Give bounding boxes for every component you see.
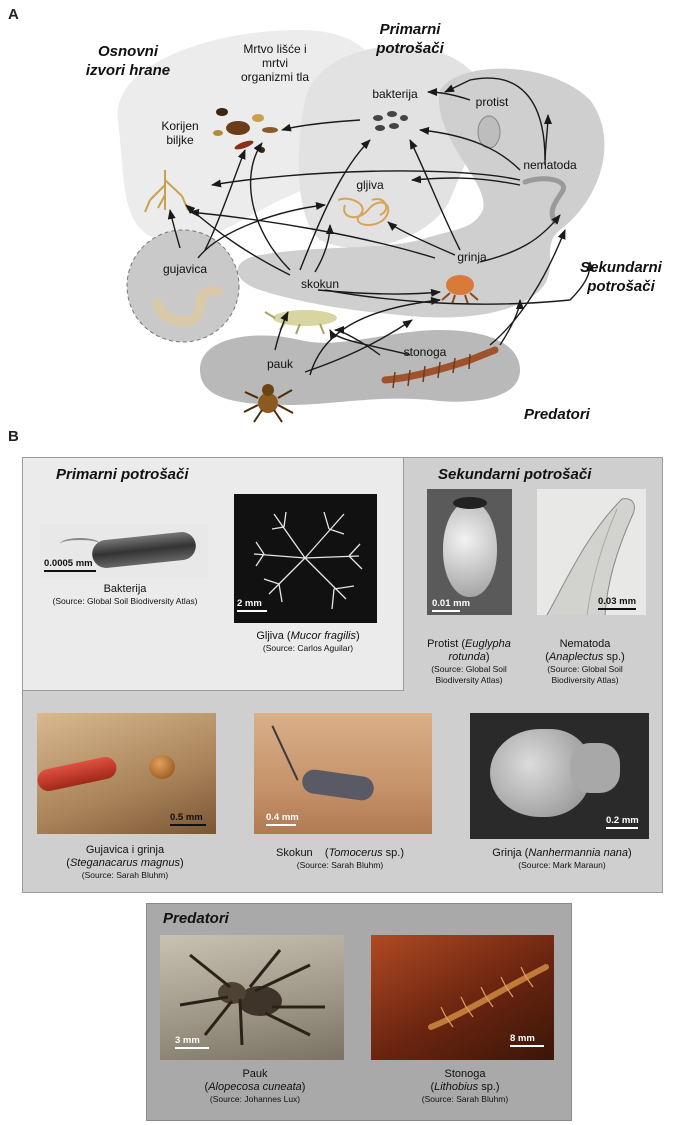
protist-glyph: [477, 115, 501, 149]
spider-photo: [160, 935, 344, 1060]
centipede-photo: [371, 935, 554, 1060]
mite-caption: Grinja (Nanhermannia nana) (Source: Mark…: [492, 847, 632, 870]
node-roots: Korijen biljke: [161, 119, 199, 147]
node-spider: pauk: [266, 357, 294, 371]
secondary-consumers-title: Sekundarni potrošači: [438, 466, 592, 483]
bacteria-glyph: [373, 111, 408, 131]
node-bacteria: bakterija: [372, 87, 418, 101]
protist-scale: 0.01 mm: [432, 598, 470, 612]
nematode-photo: [537, 489, 646, 615]
nematode-glyph: [522, 176, 567, 225]
earthworm-mite-caption: Gujavica i grinja (Steganacarus magnus) …: [66, 844, 184, 880]
fungi-scale: 2 mm: [237, 598, 267, 612]
roots-glyph: [144, 170, 189, 213]
primary-consumers-title: Primarni potrošači: [56, 466, 189, 483]
springtail-scale: 0.4 mm: [266, 812, 299, 826]
nematode-caption: Nematoda (Anaplectus sp.) (Source: Globa…: [545, 638, 625, 685]
primary-consumer-area: [298, 45, 483, 248]
nematode-scale: 0.03 mm: [598, 596, 636, 610]
mite-glyph: [441, 275, 479, 305]
node-protist: protist: [475, 95, 509, 109]
predator-area: [200, 330, 520, 405]
node-dead-leaves: Mrtvo lišće i mrtvi organizmi tla: [240, 42, 310, 84]
bacteria-caption: Bakterija (Source: Global Soil Biodivers…: [52, 583, 198, 606]
earthworm-circle: [126, 229, 240, 343]
fungi-photo: [234, 494, 377, 623]
centipede-scale: 8 mm: [510, 1033, 544, 1047]
fungi-caption: Gljiva (Mucor fragilis) (Source: Carlos …: [256, 630, 360, 653]
group-predators: Predatori: [524, 406, 590, 423]
springtail-glyph: [264, 310, 337, 335]
panel-b-label: B: [8, 428, 19, 445]
protist-caption: Protist (Euglypha rotunda) (Source: Glob…: [427, 638, 511, 685]
group-secondary-consumers: Sekundarni potrošači: [580, 259, 662, 295]
bacteria-scale: 0.0005 mm: [44, 558, 96, 572]
springtail-caption: Skokun (Tomocerus sp.) (Source: Sarah Bl…: [275, 847, 404, 870]
group-basic-food: Osnovni izvori hrane: [85, 43, 171, 79]
node-mite: grinja: [457, 250, 487, 264]
mite-scale: 0.2 mm: [606, 815, 639, 829]
spider-glyph: [243, 384, 294, 423]
spider-caption: Pauk (Alopecosa cuneata) (Source: Johann…: [204, 1068, 306, 1104]
node-nematode: nematoda: [523, 158, 577, 172]
mite-photo: [470, 713, 649, 839]
node-springtail: skokun: [300, 277, 340, 291]
fungi-glyph: [337, 197, 390, 226]
food-web-arrows: [167, 77, 594, 376]
node-earthworm: gujavica: [162, 262, 208, 276]
predators-title: Predatori: [163, 910, 229, 927]
group-primary-consumers: Primarni potrošači: [376, 21, 444, 57]
earthworm-mite-photo: [37, 713, 216, 834]
bacteria-photo: [40, 524, 208, 578]
protist-photo: [427, 489, 512, 615]
panel-a-label: A: [8, 6, 19, 23]
secondary-consumer-area: [237, 68, 605, 318]
earthworm-glyph: [153, 286, 223, 327]
springtail-photo: [254, 713, 432, 834]
centipede-glyph: [381, 346, 499, 389]
centipede-caption: Stonoga (Lithobius sp.) (Source: Sarah B…: [421, 1068, 509, 1104]
food-web-diagram: [117, 30, 605, 423]
node-fungi: gljiva: [356, 178, 384, 192]
spider-scale: 3 mm: [175, 1035, 209, 1049]
earthworm-mite-scale: 0.5 mm: [170, 812, 206, 826]
node-centipede: stonoga: [403, 345, 447, 359]
